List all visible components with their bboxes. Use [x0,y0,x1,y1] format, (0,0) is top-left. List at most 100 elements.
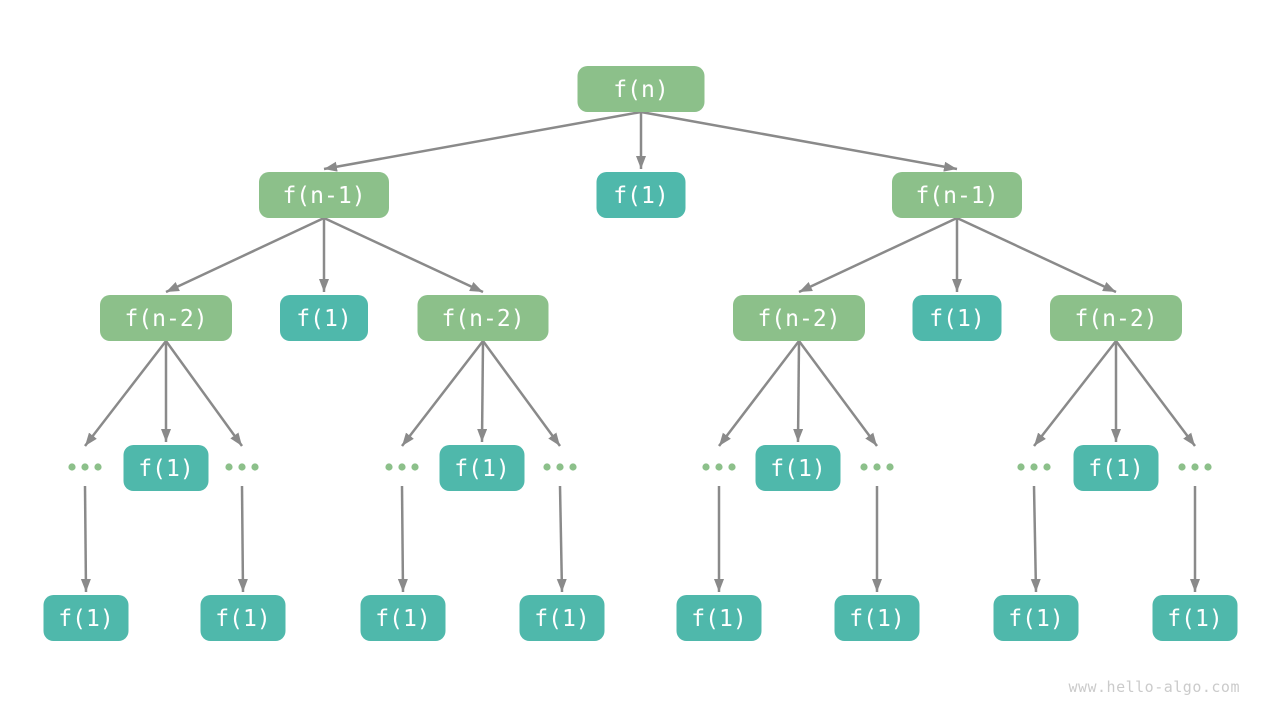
edge-fn1R-fn2d [956,216,1117,294]
node-box [1152,595,1238,641]
tree-node-fn: f(n) [577,66,705,112]
edge-fn2b-e3 [401,340,484,447]
watermark-text: www.hello-algo.com [1068,678,1240,696]
edge-e1-b1 [80,485,91,593]
ellipsis-node [385,463,419,471]
ellipsis-node [860,463,894,471]
edge-e3-b3 [397,485,408,593]
node-label: f(1) [849,606,904,632]
edge-fn2d-e7 [1033,340,1117,447]
edge-fn-fn1L [323,110,642,172]
node-label: f(n) [613,77,668,103]
ellipsis-dot [1017,463,1025,471]
ellipsis-dot [702,463,710,471]
node-box [519,595,605,641]
ellipsis-dot [556,463,564,471]
node-label: f(1) [138,456,193,482]
node-label: f(1) [454,456,509,482]
edge-fn2c-e5 [718,340,800,447]
node-box [439,445,525,491]
node-label: f(n-2) [1074,306,1157,332]
ellipsis-node [1017,463,1051,471]
edge-e7-b7 [1030,485,1041,593]
ellipsis-node [68,463,102,471]
ellipsis-node [1178,463,1212,471]
ellipsis-node [225,463,259,471]
edge-fn2c-f1f [793,340,804,443]
ellipsis-dot [569,463,577,471]
node-box [417,295,549,341]
node-box [360,595,446,641]
tree-node-fn2d: f(n-2) [1050,295,1182,341]
node-label: f(1) [1167,606,1222,632]
edge-fn2d-e8 [1115,340,1196,447]
node-box [993,595,1079,641]
node-box [1050,295,1182,341]
node-box [892,172,1022,218]
ellipsis-dot [1178,463,1186,471]
node-box [834,595,920,641]
ellipsis-dot [398,463,406,471]
node-box [577,66,705,112]
node-box [676,595,762,641]
tree-node-fn1L: f(n-1) [259,172,389,218]
node-box [100,295,232,341]
node-label: f(1) [58,606,113,632]
node-box [259,172,389,218]
tree-node-b6: f(1) [834,595,920,641]
node-box [43,595,129,641]
tree-node-f1e: f(1) [439,445,525,491]
tree-node-b5: f(1) [676,595,762,641]
node-label: f(n-2) [441,306,524,332]
ellipsis-dot [225,463,233,471]
node-label: f(1) [613,183,668,209]
edge-fn2a-e1 [84,340,167,447]
node-label: f(n-1) [915,183,998,209]
node-label: f(1) [770,456,825,482]
tree-node-fn2c: f(n-2) [733,295,865,341]
node-label: f(1) [1088,456,1143,482]
edge-fn-fn1R [640,110,958,172]
ellipsis-dot [728,463,736,471]
ellipsis-dot [860,463,868,471]
node-box [1073,445,1159,491]
node-box [200,595,286,641]
tree-node-f1f: f(1) [755,445,841,491]
ellipsis-dot [1191,463,1199,471]
node-label: f(1) [296,306,351,332]
ellipsis-dot [81,463,89,471]
edge-fn1R-fn2c [798,216,958,294]
node-label: f(n-2) [757,306,840,332]
edge-e2-b2 [237,485,248,593]
edge-fn2c-e6 [797,340,879,447]
edge-fn1L-fn2a [165,216,325,294]
edge-fn2b-e4 [481,340,562,447]
ellipsis-node [702,463,736,471]
node-label: f(1) [215,606,270,632]
ellipsis-dot [715,463,723,471]
tree-node-f1g: f(1) [1073,445,1159,491]
ellipsis-dot [873,463,881,471]
edge-fn2a-e2 [164,340,244,447]
ellipsis-dot [543,463,551,471]
tree-node-b2: f(1) [200,595,286,641]
node-label: f(n-1) [282,183,365,209]
edge-e4-b4 [556,485,567,593]
ellipsis-dot [1030,463,1038,471]
node-label: f(1) [375,606,430,632]
node-box [755,445,841,491]
node-label: f(1) [534,606,589,632]
node-label: f(1) [929,306,984,332]
node-box [733,295,865,341]
ellipsis-dot [385,463,393,471]
node-label: f(n-2) [124,306,207,332]
tree-node-b3: f(1) [360,595,446,641]
node-box [912,295,1002,341]
edge-fn1L-fn2b [323,216,484,294]
tree-node-f1c: f(1) [912,295,1002,341]
tree-node-fn2b: f(n-2) [417,295,549,341]
tree-node-b8: f(1) [1152,595,1238,641]
ellipsis-dot [411,463,419,471]
ellipsis-node [543,463,577,471]
